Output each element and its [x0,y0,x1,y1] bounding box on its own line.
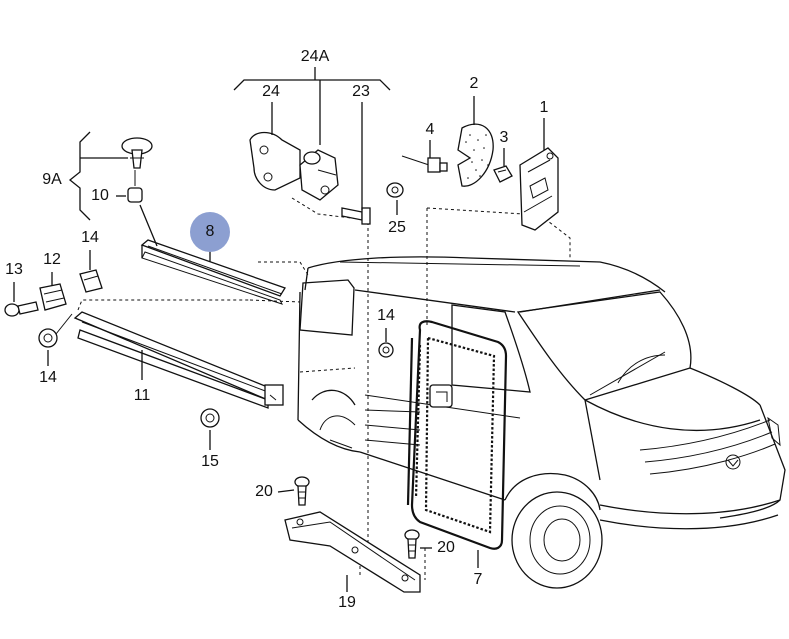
callout-7: 7 [474,571,483,588]
callout-14-right: 14 [377,307,395,324]
callout-10: 10 [91,187,109,204]
callout-2: 2 [470,75,479,92]
part-window-guide-strip [140,239,286,305]
van-body [297,256,786,589]
callout-11: 11 [134,387,151,404]
part-striker-plate [457,123,494,187]
callout-labels: 24A 24 23 2 1 4 3 9A 10 25 8 14 12 13 14… [5,48,548,611]
part-nut-14-right [378,342,394,358]
callout-14-center: 15 [201,453,219,470]
callout-13: 13 [5,261,23,278]
callout-20-upper: 20 [255,483,273,500]
part-screw-20-upper [294,476,310,506]
part-screw-25 [341,182,404,225]
part-sill-bracket [284,511,421,593]
callout-19: 19 [338,594,356,611]
callout-9a: 9A [42,171,62,188]
part-small-clip [493,165,513,183]
part-hinge-plate [519,147,559,231]
callout-24a: 24 [262,83,280,100]
callout-23: 24A [301,48,330,65]
part-push-clip [121,137,153,203]
part-clip-15 [79,269,103,293]
callout-3: 3 [500,129,509,146]
callout-8-highlight [190,212,230,252]
part-nut-14-center [200,408,220,428]
part-hinge-arm [249,131,301,191]
callout-20-lower: 20 [437,539,455,556]
part-screw-20-lower [404,529,420,559]
door-seal [406,320,508,550]
part-screw-13 [4,301,39,317]
part-sill-trim [73,311,284,409]
leader-lines [13,67,545,592]
part-clip-12 [39,283,67,311]
part-nut-14-left [38,313,73,348]
callout-15: 14 [81,229,99,246]
reference-lines [77,197,571,580]
part-bolt [401,155,448,173]
callout-1: 1 [540,99,549,116]
callout-24: 23 [352,83,370,100]
callout-8: 8 [206,223,215,240]
callout-14-left: 14 [39,369,57,386]
callout-25: 25 [388,219,406,236]
callout-12: 12 [43,251,61,268]
part-hinge [299,149,339,201]
callout-4: 4 [426,121,435,138]
